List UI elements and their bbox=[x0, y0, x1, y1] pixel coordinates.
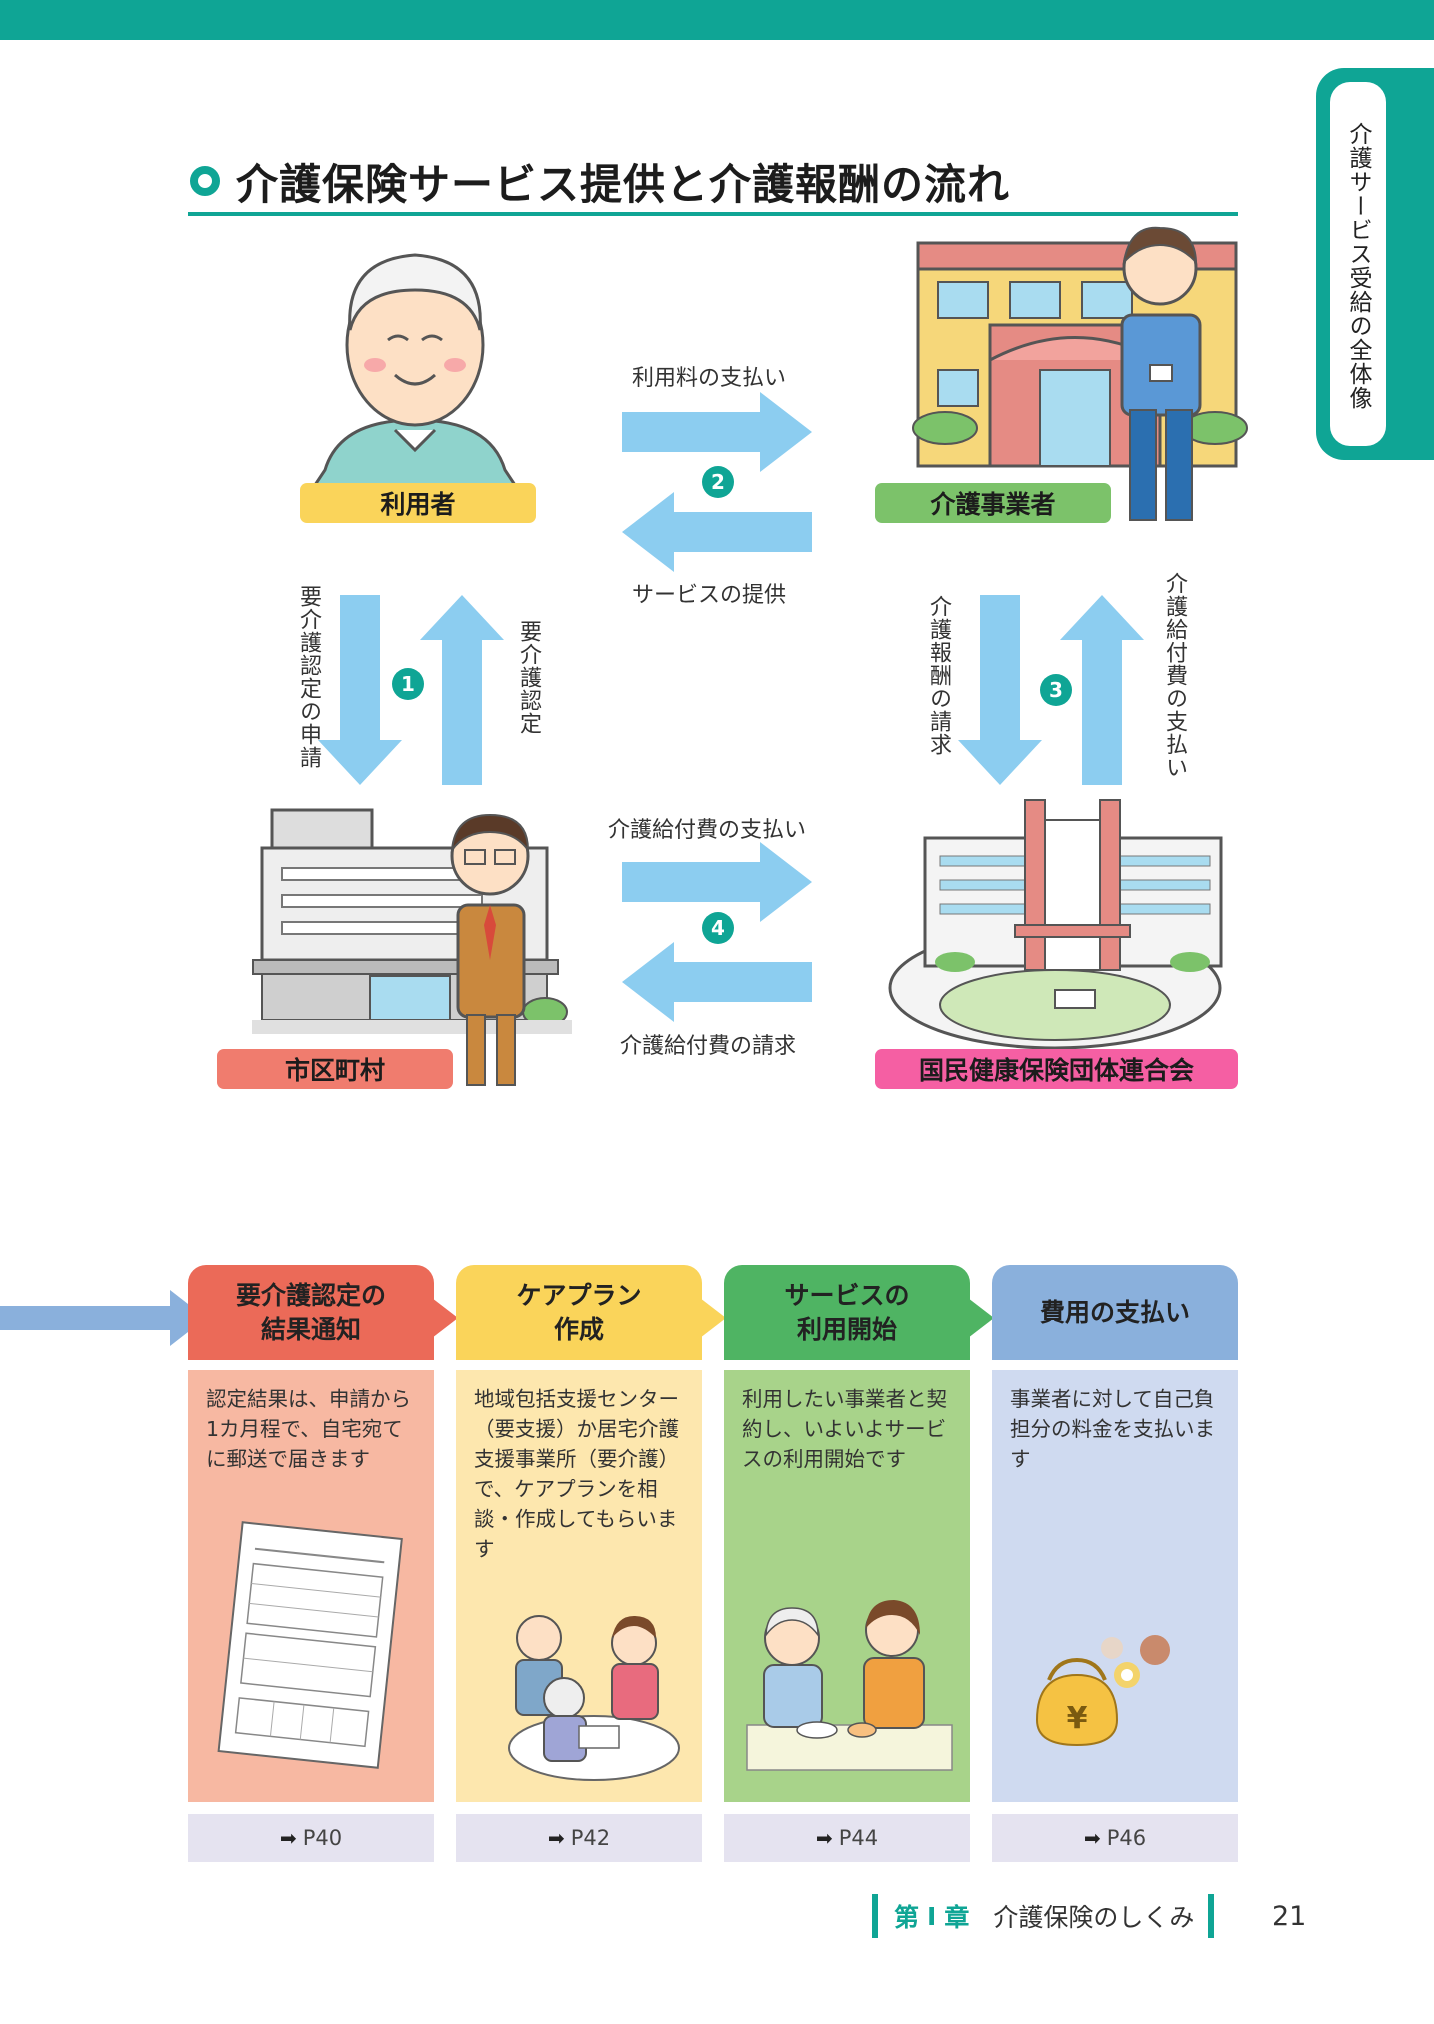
step-2-body: 地域包括支援センター（要支援）か居宅介護支援事業所（要介護）で、ケアプランを相談… bbox=[456, 1370, 702, 1802]
elderly-user-illustration bbox=[312, 253, 518, 487]
chapter-footer: 第 Ⅰ 章 介護保険のしくみ bbox=[872, 1894, 1215, 1938]
section-title: 介護保険サービス提供と介護報酬の流れ bbox=[188, 150, 1238, 216]
step-2-title: ケアプラン 作成 bbox=[456, 1265, 702, 1360]
step-1-body: 認定結果は、申請から1カ月程で、自宅宛てに郵送で届きます bbox=[188, 1370, 434, 1802]
step-4-page-link[interactable]: ➡P46 bbox=[992, 1814, 1238, 1862]
side-tab-label-box: 介護サービス受給の全体像 bbox=[1330, 82, 1386, 446]
step-1-page-link[interactable]: ➡P40 bbox=[188, 1814, 434, 1862]
step-4-title: 費用の支払い bbox=[992, 1265, 1238, 1360]
arrow-fee-payment bbox=[622, 392, 812, 472]
step-number-4: 4 bbox=[702, 912, 734, 944]
right-arrow-icon: ➡ bbox=[547, 1826, 565, 1850]
benefit-claim-text: 介護給付費の請求 bbox=[620, 1034, 797, 1059]
step-4-body: 事業者に対して自己負担分の料金を支払います ¥ bbox=[992, 1370, 1238, 1802]
step-3-text: 利用したい事業者と契約し、いよいよサービスの利用開始です bbox=[742, 1387, 947, 1471]
title-bullet-icon bbox=[190, 166, 220, 196]
federation-building-illustration bbox=[888, 799, 1223, 1050]
step-1-title: 要介護認定の 結果通知 bbox=[188, 1265, 434, 1360]
step-connector-2 bbox=[700, 1298, 726, 1338]
arrow-benefit-claim bbox=[622, 942, 812, 1022]
step-number-2: 2 bbox=[702, 466, 734, 498]
lead-in-arrow bbox=[0, 1290, 206, 1346]
step-1-text: 認定結果は、申請から1カ月程で、自宅宛てに郵送で届きます bbox=[206, 1387, 411, 1471]
step-number-3: 3 bbox=[1040, 674, 1072, 706]
provider-label: 介護事業者 bbox=[875, 483, 1111, 523]
step-1-page: P40 bbox=[302, 1826, 343, 1850]
municipality-label: 市区町村 bbox=[217, 1049, 453, 1089]
chapter-prefix: 第 bbox=[894, 1903, 920, 1932]
right-arrow-icon: ➡ bbox=[815, 1826, 833, 1850]
section-title-text: 介護保険サービス提供と介護報酬の流れ bbox=[236, 159, 1011, 209]
footer-divider-left bbox=[872, 1894, 878, 1938]
arrow-service-provision bbox=[622, 492, 812, 572]
arrow-benefit-payment-3 bbox=[1060, 595, 1144, 785]
arrow-certification-application bbox=[318, 595, 402, 785]
step-2-page-link[interactable]: ➡P42 bbox=[456, 1814, 702, 1862]
step-4-text: 事業者に対して自己負担分の料金を支払います bbox=[1010, 1387, 1215, 1471]
page-number: 21 bbox=[1272, 1900, 1307, 1932]
step-2-text: 地域包括支援センター（要支援）か居宅介護支援事業所（要介護）で、ケアプランを相談… bbox=[474, 1387, 679, 1561]
user-label: 利用者 bbox=[300, 483, 536, 523]
fee-claim-text: 介護報酬の請求 bbox=[926, 595, 951, 756]
right-arrow-icon: ➡ bbox=[1083, 1826, 1101, 1850]
service-provision-text: サービスの提供 bbox=[632, 583, 787, 608]
federation-label: 国民健康保険団体連合会 bbox=[875, 1049, 1238, 1089]
chapter-suffix: 章 bbox=[944, 1903, 970, 1932]
step-connector-1 bbox=[432, 1298, 458, 1338]
certification-text: 要介護認定 bbox=[516, 620, 541, 735]
certification-application-text: 要介護認定の申請 bbox=[296, 585, 321, 769]
arrow-benefit-payment bbox=[622, 842, 812, 922]
step-3-page: P44 bbox=[838, 1826, 879, 1850]
step-3-title: サービスの 利用開始 bbox=[724, 1265, 970, 1360]
yen-purse-icon: ¥ bbox=[1035, 1635, 1170, 1747]
fee-payment-text: 利用料の支払い bbox=[632, 366, 787, 391]
side-tab-label: 介護サービス受給の全体像 bbox=[1345, 122, 1371, 410]
chapter-title: 介護保険のしくみ bbox=[993, 1903, 1195, 1932]
right-arrow-icon: ➡ bbox=[279, 1826, 297, 1850]
svg-text:¥: ¥ bbox=[1067, 1701, 1088, 1736]
step-3-page-link[interactable]: ➡P44 bbox=[724, 1814, 970, 1862]
footer-divider-right bbox=[1208, 1894, 1215, 1938]
step-number-1: 1 bbox=[392, 668, 424, 700]
step-2-page: P42 bbox=[570, 1826, 611, 1850]
step-connector-3 bbox=[968, 1298, 994, 1338]
city-hall-illustration bbox=[252, 808, 572, 1086]
benefit-payment-3-text: 介護給付費の支払い bbox=[1162, 572, 1187, 779]
step-4-page: P46 bbox=[1106, 1826, 1147, 1850]
arrow-fee-claim bbox=[958, 595, 1042, 785]
benefit-payment-text: 介護給付費の支払い bbox=[608, 818, 807, 843]
service-start-illustration bbox=[746, 1600, 953, 1771]
chapter-number: Ⅰ bbox=[927, 1901, 937, 1931]
top-bar bbox=[0, 0, 1434, 40]
care-provider-illustration bbox=[912, 226, 1248, 521]
care-plan-consultation-illustration bbox=[508, 1615, 680, 1781]
step-3-body: 利用したい事業者と契約し、いよいよサービスの利用開始です bbox=[724, 1370, 970, 1802]
notification-document-icon bbox=[217, 1521, 403, 1769]
chapter-side-tab: 介護サービス受給の全体像 bbox=[1316, 68, 1434, 460]
arrow-certification bbox=[420, 595, 504, 785]
